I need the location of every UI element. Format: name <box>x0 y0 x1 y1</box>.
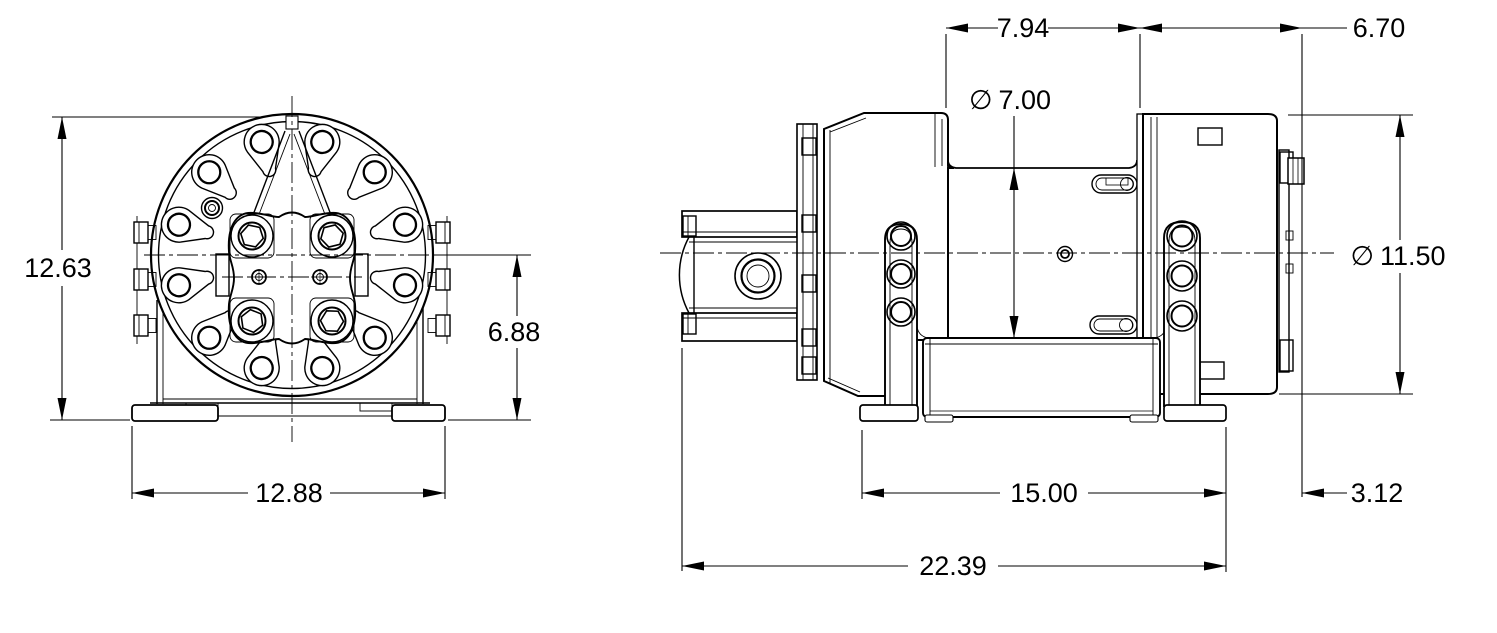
cable-drum-barrel <box>947 159 1138 335</box>
dowel-pin <box>200 196 224 220</box>
mounting-base-front <box>131 300 446 422</box>
motor-adapter-plate <box>796 123 818 381</box>
dim-text-15-00: 15.00 <box>1010 478 1078 508</box>
hydraulic-motor <box>678 210 798 342</box>
dim-text-dia-7-00: ∅7.00 <box>969 85 1051 115</box>
end-cap-bolt <box>1287 157 1305 185</box>
plate-corner-bolts <box>230 214 354 343</box>
dim-front-axis-to-base: 6.88 <box>436 254 541 421</box>
right-bracket-foot <box>1163 404 1227 422</box>
side-view <box>678 112 1305 423</box>
diameter-symbol: ∅ <box>969 85 993 115</box>
dim-drum-length: 7.94 <box>945 13 1141 108</box>
dim-text-12-63: 12.63 <box>24 253 92 283</box>
dimensions: 12.63 6.88 12.88 <box>24 13 1445 581</box>
diameter-symbol: ∅ <box>1350 241 1374 271</box>
dim-text-dia-11-50: ∅11.50 <box>1350 241 1445 271</box>
tie-bracket-left <box>859 221 919 422</box>
dim-text-7-94: 7.94 <box>997 13 1050 43</box>
plate-tab-right <box>354 253 369 297</box>
dim-end-housing-length: 6.70 <box>1140 13 1405 497</box>
gear-end-housing <box>1136 113 1305 395</box>
dim-flange-diameter: ∅11.50 <box>1279 114 1446 395</box>
side-bolts-right <box>427 216 451 344</box>
dim-front-base-width: 12.88 <box>131 426 446 508</box>
side-bolts-left <box>133 216 157 344</box>
drum-slot-top <box>1091 174 1138 194</box>
left-foot <box>131 404 219 422</box>
drum-slot-bottom <box>1089 315 1138 335</box>
dim-base-length: 15.00 <box>861 427 1227 572</box>
dim-text-22-39: 22.39 <box>919 551 987 581</box>
tie-bracket-right <box>1163 220 1227 422</box>
dim-drum-diameter: ∅7.00 <box>969 85 1051 338</box>
dim-front-overall-height: 12.63 <box>24 116 260 421</box>
dim-text-12-88: 12.88 <box>255 478 323 508</box>
dim-text-6-70: 6.70 <box>1353 13 1406 43</box>
dim-end-overhang: 3.12 <box>1302 478 1403 508</box>
vee-rib-lines <box>252 130 332 218</box>
motor-port <box>734 252 782 300</box>
dim-overall-length: 22.39 <box>681 348 1226 581</box>
end-cap <box>1278 149 1305 373</box>
dim-text-3-12: 3.12 <box>1351 478 1404 508</box>
drum-center-bolt <box>1056 245 1074 263</box>
right-foot <box>391 404 446 422</box>
plate-tab-left <box>215 253 230 297</box>
centerlines <box>144 96 1334 442</box>
mounting-base-side <box>916 325 1167 423</box>
dim-text-6-88: 6.88 <box>488 317 541 347</box>
left-bracket-foot <box>859 404 919 422</box>
